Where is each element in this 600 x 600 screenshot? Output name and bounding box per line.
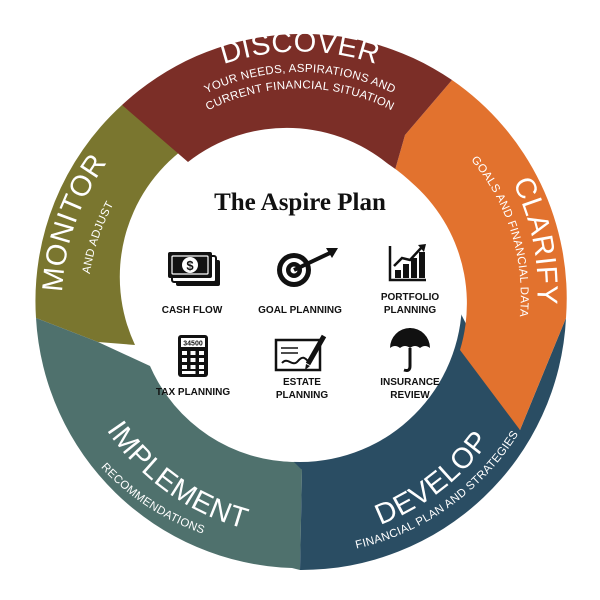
segment-implement [36,318,302,570]
service-label-tax-planning: TAX PLANNING [156,387,230,398]
center-disc [138,138,462,462]
segment-clarify [395,80,567,430]
svg-text:34500: 34500 [183,341,203,348]
segment-discover [122,33,452,170]
segment-develop [292,312,566,571]
service-label-goal-planning: GOAL PLANNING [258,305,342,316]
service-label-cash-flow: CASH FLOW [162,305,223,316]
calculator-icon: 34500 [178,335,208,377]
umbrella-icon [390,328,430,372]
portfolio-planning-icon [388,244,426,282]
service-label-portfolio-planning-line1: PORTFOLIO [381,292,440,303]
cash-flow-icon: $ [168,252,220,286]
service-label-estate-planning-line2: PLANNING [276,390,328,401]
service-label-insurance-review-line2: REVIEW [390,390,430,401]
service-label-portfolio-planning-line2: PLANNING [384,305,436,316]
goal-planning-icon [277,248,338,287]
segment-monitor [35,105,188,345]
service-label-estate-planning-line1: ESTATE [283,377,321,388]
svg-text:$: $ [186,258,194,273]
estate-planning-icon [274,334,327,372]
service-label-insurance-review-line1: INSURANCE [380,377,440,388]
plan-title: The Aspire Plan [214,189,386,216]
